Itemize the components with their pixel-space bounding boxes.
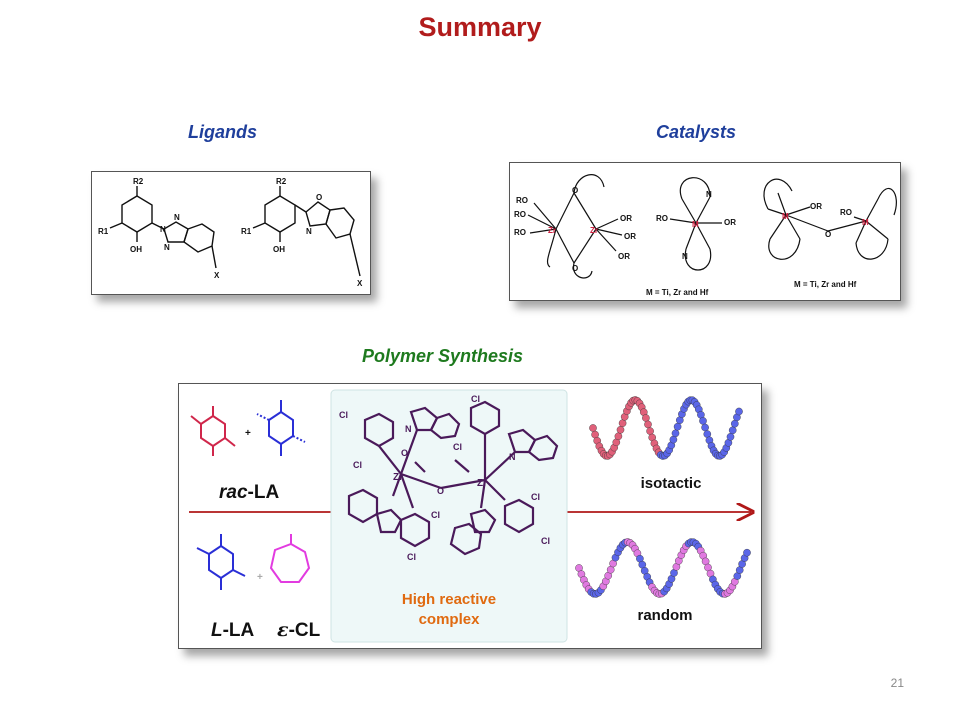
ligand2-oh: OH [273,245,285,254]
chain-bead [618,419,627,428]
complex-structure [347,400,559,556]
zr-1: Zr [393,472,403,483]
o-bridge: O [437,486,444,496]
ligand1-oh: OH [130,245,142,254]
complex-box [330,389,568,643]
chain-bead [642,414,650,422]
polymer-scheme: + rac-LA + L-LA ε-CL [189,389,761,643]
isotactic-label: isotactic [641,475,702,492]
cl-8: Cl [541,536,550,546]
page-number: 21 [890,676,904,690]
cat-o-1: O [572,186,578,195]
cat-zr-1: Zr [548,226,556,235]
random-label: random [637,607,692,624]
complex-caption-line2: complex [419,611,481,628]
cat-ro-4: RO [656,214,668,223]
cl-6: Cl [407,552,416,562]
cl-1: Cl [339,410,348,420]
ligand2-x: X [357,279,363,288]
random-chain [575,538,751,598]
cl-3: Cl [471,394,480,404]
o-2: O [401,448,408,458]
l-la-structure [196,534,246,590]
ligand2-r1: R1 [241,227,252,236]
n-1: N [405,424,412,434]
ligand1-x: X [214,271,220,280]
l-la-label: L-LA [211,620,255,641]
chain-bead [735,407,743,416]
isotactic-chain [589,396,743,460]
cat-ro-5: RO [840,208,852,217]
cl-4: Cl [453,442,462,452]
cat-zr-2: Zr [590,226,598,235]
ligand1-r1: R1 [98,227,109,236]
ligands-structures: R2 R1 OH N N N X R2 R1 OH O N X [98,177,363,288]
cat-or-2: OR [624,232,636,241]
chain-bead [616,426,625,434]
n-2: N [509,452,516,462]
cat-n-2: N [682,252,688,261]
cat-o-bridge: O [825,230,831,239]
ligand1-n1: N [174,213,180,222]
polymer-synthesis-label: Polymer Synthesis [362,346,524,366]
polymer-panel: + rac-LA + L-LA ε-CL [178,383,762,649]
chain-bead [731,419,739,428]
complex-caption-line1: High reactive [402,591,496,608]
chain-bead [673,422,682,431]
ligand2-r2: R2 [276,177,287,186]
rac-la-structure-2 [256,400,306,456]
plus-sign-1: + [245,428,251,439]
cat-or-4: OR [724,218,736,227]
ligand1-n3: N [164,243,170,252]
chain-bead [699,417,707,425]
ligands-panel: R2 R1 OH N N N X R2 R1 OH O N X [91,171,371,295]
catalyst-caption-2: M = Ti, Zr and Hf [794,280,857,289]
chain-bead [726,433,735,441]
chain-bead [728,426,737,435]
cl-5: Cl [431,510,440,520]
cat-ro-1: RO [516,196,528,205]
zr-2: Zr [477,478,487,489]
plus-sign-2: + [257,572,263,583]
chain-bead [589,424,597,432]
cl-7: Cl [531,492,540,502]
cat-m-3: M [862,218,869,227]
catalysts-label: Catalysts [656,122,737,142]
cat-or-1: OR [620,214,632,223]
ligand2-n: N [306,227,312,236]
slide-title: Summary [418,12,542,42]
chain-bead [644,420,652,429]
cat-or-3: OR [618,252,630,261]
chain-bead [646,427,654,435]
rac-la-structure-1 [190,406,236,456]
cat-ro-2: RO [514,210,526,219]
chain-bead [743,548,751,557]
chain-bead [669,435,678,444]
rac-label: rac-LA [219,482,279,503]
cat-or-5: OR [810,202,822,211]
catalysts-structures: RO RO RO Zr Zr OR OR OR O O N N M RO OR … [514,174,897,297]
cat-n-1: N [706,190,712,199]
chain-bead [671,429,680,438]
chain-bead [614,432,623,441]
ligand1-n2: N [160,225,166,234]
cl-2: Cl [353,460,362,470]
e-cl-label: ε-CL [277,619,321,641]
cat-m-2: M [782,212,789,221]
cat-m-1: M [692,220,699,229]
catalyst-caption-1: M = Ti, Zr and Hf [646,288,709,297]
e-cl-structure [269,534,311,583]
catalysts-panel: RO RO RO Zr Zr OR OR OR O O N N M RO OR … [509,162,901,301]
ligand2-o: O [316,193,322,202]
chain-bead [701,423,709,432]
ligand1-r2: R2 [133,177,144,186]
cat-ro-3: RO [514,228,526,237]
cat-o-2: O [572,264,578,273]
ligands-label: Ligands [188,122,258,142]
